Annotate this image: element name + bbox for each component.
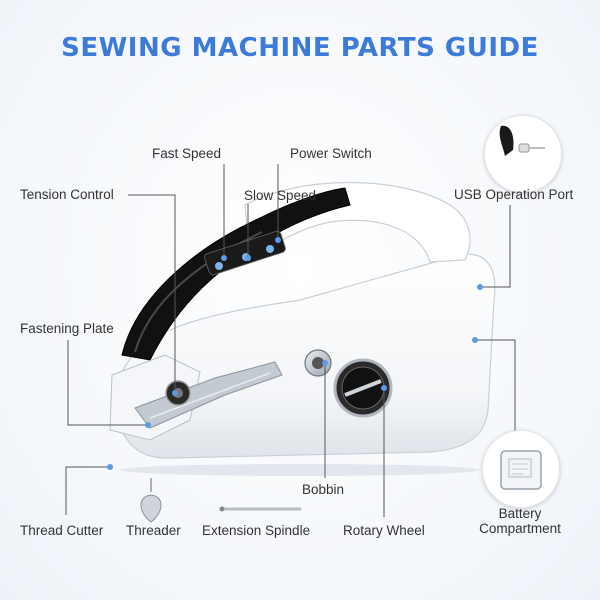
label-battery-line1: Battery <box>498 506 542 521</box>
label-battery-compartment: Battery Compartment <box>472 506 568 536</box>
battery-compartment-detail-circle <box>482 430 560 508</box>
leader-lines <box>65 164 524 517</box>
leader-battery <box>475 339 516 435</box>
label-bobbin: Bobbin <box>302 482 345 497</box>
label-extension-spindle: Extension Spindle <box>202 523 311 538</box>
usb-port-icon <box>499 125 545 156</box>
label-fastening-plate: Fastening Plate <box>20 321 114 336</box>
label-threader: Threader <box>126 523 181 538</box>
label-thread-cutter: Thread Cutter <box>20 523 104 538</box>
needle-head <box>109 354 201 441</box>
leader-thread-cutter <box>65 466 110 515</box>
battery-icon <box>500 450 542 490</box>
leader-dots <box>107 237 483 470</box>
label-usb-port: USB Operation Port <box>454 187 574 202</box>
label-rotary-wheel: Rotary Wheel <box>343 523 425 538</box>
label-battery-line2: Compartment <box>479 521 561 536</box>
usb-port-detail-circle <box>484 115 562 193</box>
fastening-plate <box>134 361 283 429</box>
label-slow-speed: Slow Speed <box>244 188 317 203</box>
control-panel <box>204 230 286 276</box>
leader-usb-port <box>480 205 511 288</box>
label-power-switch: Power Switch <box>290 146 372 161</box>
leader-tension-control <box>128 194 176 393</box>
threader-illustration <box>140 478 162 523</box>
sewing-machine-illustration <box>109 182 496 476</box>
machine-top-bar <box>121 187 351 361</box>
page-title: SEWING MACHINE PARTS GUIDE <box>61 33 539 63</box>
label-fast-speed: Fast Speed <box>152 146 222 161</box>
label-tension-control: Tension Control <box>20 187 114 202</box>
machine-main-body <box>116 253 496 459</box>
leader-fastening-plate <box>67 340 148 426</box>
